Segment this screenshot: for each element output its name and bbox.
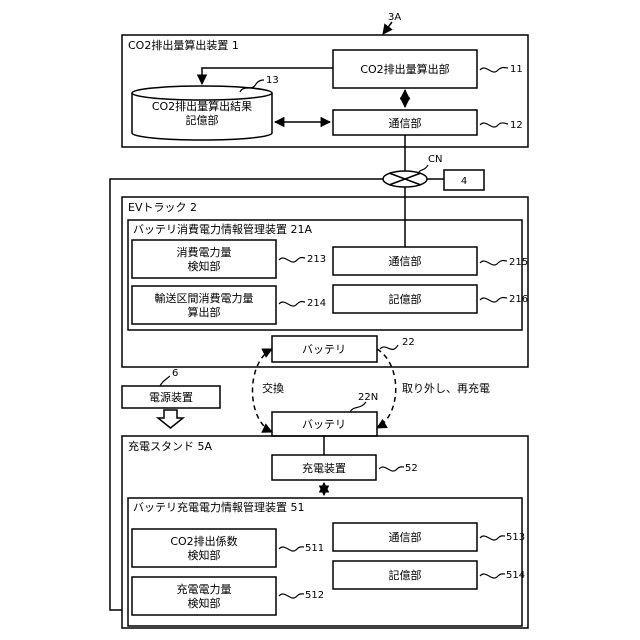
co2-coef-detector-line2: 検知部 [188,548,221,562]
power-supply-down-arrow [158,410,183,428]
consumption-detector-num: 213 [307,254,326,265]
stand-mgmt-title: バッテリ充電電力情報管理装置 51 [133,500,305,514]
battery-top-ref: 22 [402,337,415,348]
ref-4-label: 4 [461,176,467,187]
battery-top-label: バッテリ [302,343,346,356]
truck-comm-unit-num: 215 [509,257,528,268]
charge-detector-line1: 充電電力量 [177,582,232,596]
stand-comm-unit-num: 513 [506,532,525,543]
charger-leader [379,467,404,471]
charger-num: 52 [405,463,418,474]
co2-coef-detector-leader [279,547,304,551]
truck-storage-unit-label: 記億部 [389,292,422,306]
power-supply-leader [160,376,170,386]
network-ref-cn: CN [428,154,442,165]
co2-calc-unit-leader [480,68,508,73]
co2-coef-detector-num: 511 [305,543,324,554]
truck-mgmt-title: バッテリ消費電力情報管理装置 21A [133,222,312,236]
recharge-dashed-arc-right [377,349,396,428]
co2-calc-unit-label: CO2排出量算出部 [360,62,449,76]
charge-detector-num: 512 [305,590,324,601]
section-calc-line2: 算出部 [188,305,221,319]
battery-top-leader [380,345,398,349]
co2-calc-unit-num: 11 [510,64,523,75]
power-supply-ref: 6 [172,368,178,379]
consumption-detector-leader [279,258,305,263]
section-calc-line1: 輸送区間消費電力量 [155,291,254,305]
power-supply-label: 電源装置 [149,390,193,404]
charge-detector-leader [279,594,304,598]
stand-storage-unit-label: 記億部 [389,568,422,582]
co2-comm-unit-label: 通信部 [389,116,422,130]
consumption-detector-line2: 検知部 [188,259,221,273]
truck-storage-unit-leader [480,298,507,303]
battery-bottom-ref: 22N [358,392,378,403]
consumption-detector-line1: 消費電力量 [177,245,232,259]
exchange-label: 交換 [262,381,284,395]
section-calc-leader [279,302,305,307]
co2-result-storage-line1: CO2排出量算出結果 [152,99,252,113]
truck-comm-unit-label: 通信部 [389,254,422,268]
co2-result-storage-num: 13 [266,75,279,86]
co2-comm-unit-leader [480,123,508,127]
section-calc-num: 214 [307,298,326,309]
stand-comm-unit-leader [480,536,505,540]
battery-bottom-label: バッテリ [302,418,346,431]
stand-storage-unit-num: 514 [506,570,525,581]
charger-label: 充電装置 [302,461,346,475]
stand-comm-unit-label: 通信部 [389,530,422,544]
co2-device-title: CO2排出量算出装置 1 [128,38,239,52]
remove-recharge-label: 取り外し、再充電 [402,381,490,395]
co2-coef-detector-line1: CO2排出係数 [170,534,237,548]
figure-ref-3a: 3A [388,12,401,23]
figure-ref-3a-pointer [383,22,392,34]
stand-storage-unit-leader [480,574,505,578]
truck-comm-unit-leader [480,261,507,266]
charging-stand-title: 充電スタンド 5A [128,439,212,453]
co2-comm-unit-num: 12 [510,120,523,131]
ev-truck-title: EVトラック 2 [128,201,197,214]
charge-detector-line2: 検知部 [188,596,221,610]
truck-storage-unit-num: 216 [509,294,528,305]
co2-result-storage-line2: 記億部 [186,113,219,127]
battery-bottom-leader [350,402,366,412]
